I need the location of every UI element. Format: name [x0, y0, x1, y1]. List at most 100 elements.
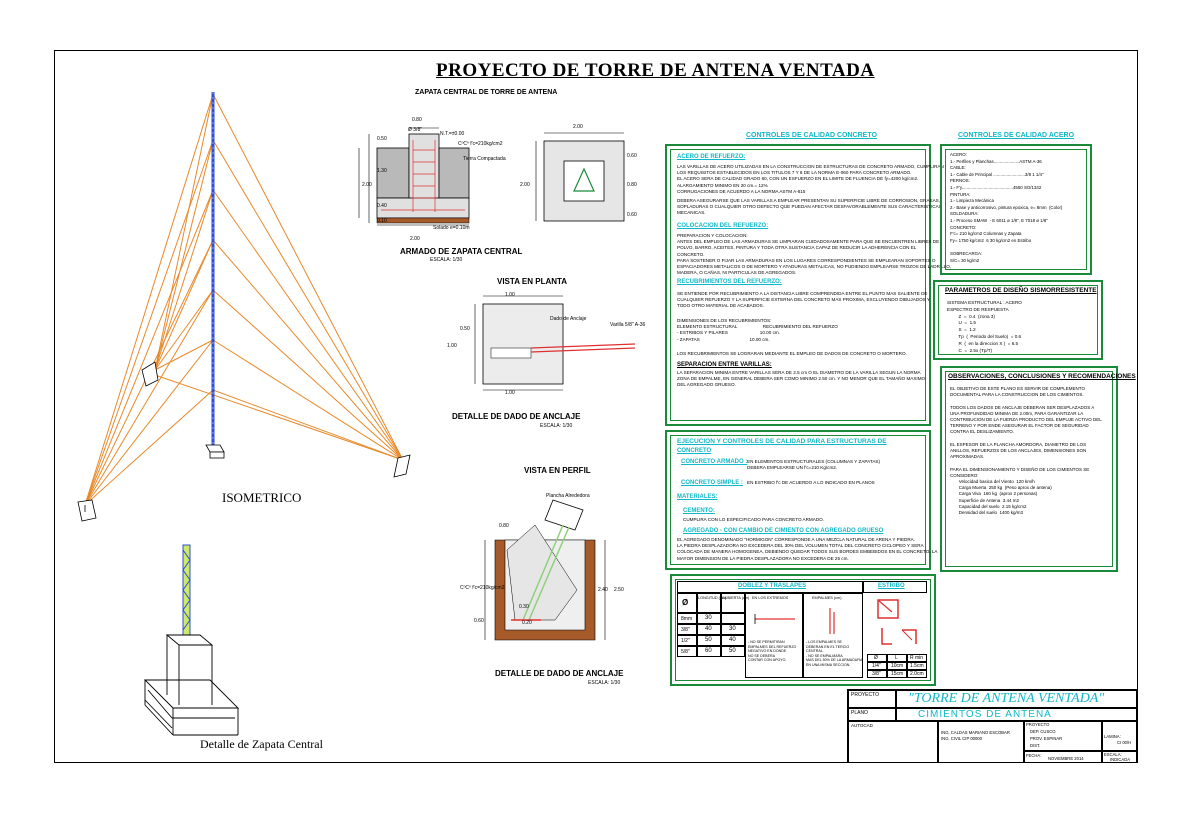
tb-proyecto-label: PROYECTO — [851, 692, 879, 698]
doblez-h-extremos: EN LOS EXTREMOS — [752, 596, 789, 600]
page-title: PROYECTO DE TORRE DE ANTENA VENTADA — [436, 60, 875, 81]
ccf-perfil-label: CºCº f'c=210kg/cm2 — [460, 585, 505, 591]
ejecucion-concreto-armado: CONCRETO ARMADO : — [681, 459, 748, 465]
detalle-zapata-label: Detalle de Zapata Central — [200, 737, 323, 751]
detalle-dado2-label: DETALLE DE DADO DE ANCLAJE — [495, 669, 624, 678]
varilla-label: Varilla 5/8" A-36 — [610, 322, 646, 328]
doblez-r0-l: 30 — [705, 615, 712, 621]
doblez-h-phi: Ø — [682, 598, 689, 607]
ejecucion-sub-materiales: MATERIALES: — [677, 494, 718, 500]
dim-200-plan-top: 2.00 — [573, 124, 583, 130]
doblez-hook-sketch — [754, 614, 795, 624]
dim-240-perfil: 2.40 — [598, 587, 608, 593]
tb-firma1: ING. CALDAS MARIANO ESCOBAR — [941, 730, 1010, 735]
guy-cables — [84, 93, 404, 506]
doblez-r3-c: 50 — [729, 648, 736, 654]
concreto-p3: PREPARACION Y COLOCACION: ANTES DEL EMPL… — [677, 233, 952, 276]
dim-010: 0.10 — [377, 218, 387, 224]
zapata-section-drawing — [358, 127, 470, 226]
ejecucion-sub-agregado: AGREGADO - CON CAMBIO DE CIMIENTO CON AG… — [683, 528, 884, 534]
dim-080-perfil: 0.80 — [499, 523, 509, 529]
dim-060-plan: 0.60 — [627, 153, 637, 159]
central-footing-iso — [205, 444, 225, 459]
dim-200-plan-left: 2.00 — [520, 182, 530, 188]
dim-130: 1.30 — [377, 168, 387, 174]
doblez-note1: - NO SE PERMITIRAN EMPALMES DEL REFUERZO… — [748, 640, 797, 663]
parametros-text: SISTEMA ESTRUCTURAL : ACERO ESPECTRO DE … — [947, 300, 1022, 353]
doblez-box: DOBLEZ Y TRASLAPES ESTRIBO Ø LONGITUD (c… — [670, 574, 936, 686]
vista-planta-label: VISTA EN PLANTA — [497, 277, 568, 286]
observaciones-box: OBSERVACIONES, CONCLUSIONES Y RECOMENDAC… — [940, 366, 1136, 572]
estribo-title: ESTRIBO — [878, 583, 905, 589]
parametros-title: PARAMETROS DE DISEÑO SISMORRESISTENTE — [945, 287, 1097, 294]
concreto-p4: SE ENTIENDE POR RECUBRIMIENTO A LA DISTA… — [677, 291, 930, 309]
tb-fecha-label: FECHA: — [1026, 753, 1042, 758]
tierra-label: Tierra Compactada — [463, 156, 506, 162]
doblez-r3-d: 5/8" — [681, 649, 690, 655]
dim-020-perfil: 0.20 — [522, 620, 532, 626]
concreto-box-title: CONTROLES DE CALIDAD CONCRETO — [746, 132, 877, 139]
tb-fecha-value: NOVIEMBRE 2014 — [1048, 756, 1084, 761]
dim-040: 0.40 — [377, 203, 387, 209]
estribo-h-r: R min — [910, 655, 924, 661]
anchor-block-middle — [141, 361, 159, 387]
detalle-dado-escala: ESCALA: 1/30 — [540, 423, 573, 429]
doblez-title: DOBLEZ Y TRASLAPES — [738, 583, 807, 589]
dim-100-planta-top: 1.00 — [505, 292, 515, 298]
plancha-label: Plancha Alrededora — [546, 493, 590, 499]
dim-050: 0.50 — [377, 136, 387, 142]
concreto-sub-acero: ACERO DE REFUERZO: — [677, 154, 746, 160]
observaciones-text: EL OBJETIVO DE ESTE PLANO ES SERVIR DE C… — [950, 386, 1102, 516]
ejecucion-p1: CUMPLIRA CON LO ESPECIFICADO PARA CONCRE… — [683, 517, 824, 522]
dim-200-bottom: 2.00 — [410, 236, 420, 242]
vista-perfil-drawing — [484, 499, 606, 641]
doblez-r0-d: 8mm — [681, 616, 693, 622]
tb-lamina-label: LAMINA: — [1104, 734, 1121, 739]
acero-text: ACERO: 1.- Perfiles y Planchas..........… — [950, 152, 1063, 263]
concreto-box: ACERO DE REFUERZO: LAS VARILLAS DE ACERO… — [665, 144, 951, 426]
tb-escala-label: ESCALA: — [1104, 752, 1122, 757]
estribo-r1-d: 3/8" — [872, 671, 881, 677]
doblez-r2-l: 50 — [705, 637, 712, 643]
doblez-r1-l: 40 — [705, 626, 712, 632]
ejecucion-concreto-simple-text: EN ESTRIBO f'c DE ACUERDO A LO INDICADO … — [747, 480, 875, 485]
tb-f-proyecto: PROYECTO — [1026, 722, 1050, 727]
zapata-central-isometric-detail — [143, 544, 240, 736]
ejecucion-title: EJECUCION Y CONTROLES DE CALIDAD PARA ES… — [677, 438, 887, 445]
acero-box-title: CONTROLES DE CALIDAD ACERO — [958, 132, 1075, 139]
concreto-p7: LA SEPARACION MINIMA ENTRE VARILLAS SERA… — [677, 370, 926, 388]
tb-firma2: ING. CIVIL CIP 00000 — [941, 736, 982, 741]
concreto-sub-colocacion: COLOCACION DEL REFUERZO: — [677, 223, 769, 229]
dim-100-planta-bottom: 1.00 — [505, 390, 515, 396]
doblez-h-cubierta: CUBIERTA (cm) — [722, 596, 750, 600]
title-block: PROYECTO "TORRE DE ANTENA VENTADA" PLANO… — [847, 689, 1137, 763]
ejecucion-concreto-simple: CONCRETO SIMPLE : — [681, 480, 743, 486]
detalle-dado2-escala: ESCALA: 1/30 — [588, 680, 621, 686]
empalme-sketch — [829, 608, 835, 634]
fierro-label: Ø 3/8" — [408, 127, 423, 133]
dim-100-planta-left: 1.00 — [447, 343, 457, 349]
dim-200-left: 2.00 — [362, 182, 372, 188]
detalle-dado-label: DETALLE DE DADO DE ANCLAJE — [452, 412, 581, 421]
doblez-r3-l: 60 — [705, 648, 712, 654]
doblez-r2-c: 40 — [729, 637, 736, 643]
anchor-block-right — [393, 454, 411, 478]
solado-label: Solado e=0.10m — [433, 225, 470, 231]
tb-escala-value: INDICADA — [1110, 757, 1131, 762]
acero-box: ACERO: 1.- Perfiles y Planchas..........… — [940, 144, 1092, 275]
tb-f-prov: PROV. ESPINAR — [1030, 736, 1063, 741]
concreto-sub-recubrimientos: RECUBRIMIENTOS DEL REFUERZO: — [677, 279, 782, 285]
dim-060-perfil: 0.60 — [474, 618, 484, 624]
concreto-p5: DIMENSIONES DE LOS RECUBRIMIENTOS: ELEME… — [677, 318, 838, 342]
ejecucion-sub-cemento: CEMENTO: — [683, 508, 715, 514]
dim-060-plan-b: 0.60 — [627, 212, 637, 218]
tb-f-dist: DIST. — [1030, 743, 1041, 748]
tb-plano-label: PLANO — [851, 710, 868, 716]
dim-050-planta: 0.50 — [460, 326, 470, 332]
vista-perfil-label: VISTA EN PERFIL — [524, 466, 591, 475]
ccf-label: CºCº f'c=210kg/cm2 — [458, 141, 503, 147]
doblez-note2: - LOS EMPALMES SE DEBERAN EN EL TERCIO C… — [806, 640, 863, 667]
doblez-h-longitud: LONGITUD (cm) — [698, 596, 727, 600]
tb-plano-value: CIMIENTOS DE ANTENA — [918, 709, 1052, 720]
doblez-h-empalmes: EMPALMES (cm) — [812, 596, 842, 600]
